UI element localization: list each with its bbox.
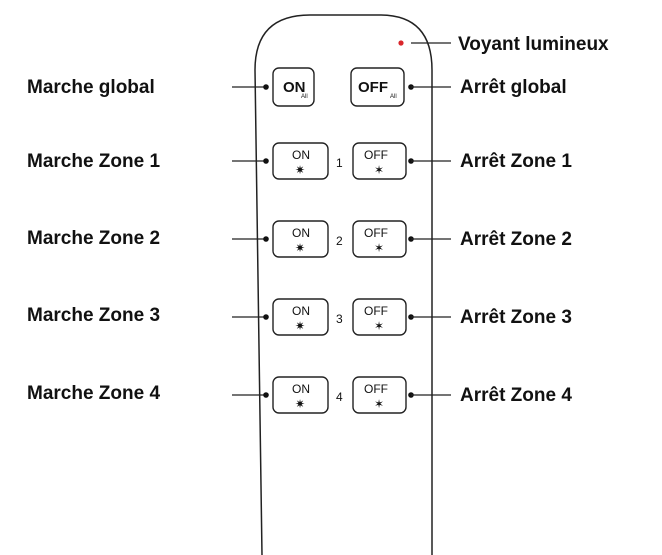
zone-number: 2 xyxy=(336,234,343,248)
right-label: Arrêt Zone 3 xyxy=(460,307,572,328)
right-label: Arrêt global xyxy=(460,77,567,98)
button-text: ON xyxy=(283,79,306,96)
button-sub-text: All xyxy=(301,94,308,100)
left-label: Marche Zone 4 xyxy=(27,383,160,404)
button-text: OFF xyxy=(364,382,388,396)
right-label: Arrêt Zone 4 xyxy=(460,385,572,406)
off-all-button[interactable]: OFF All xyxy=(350,67,405,107)
button-text: OFF xyxy=(364,148,388,162)
button-text: OFF xyxy=(364,226,388,240)
on-all-button[interactable]: ON All xyxy=(272,67,315,107)
left-leader-dot xyxy=(263,158,269,164)
on-zone-1-button[interactable]: ON ✷ xyxy=(272,142,329,180)
zone-number: 1 xyxy=(336,156,343,170)
left-label: Marche Zone 1 xyxy=(27,151,160,172)
right-label: Arrêt Zone 1 xyxy=(460,151,572,172)
left-leader-dot xyxy=(263,236,269,242)
left-label: Marche Zone 3 xyxy=(27,305,160,326)
row-zone-2: Marche Zone 2 ON ✷ 2 OFF ✶ Arrêt Zone 2 xyxy=(27,220,572,258)
row-zone-1: Marche Zone 1 ON ✷ 1 OFF ✶ Arrêt Zone 1 xyxy=(27,142,572,180)
left-leader-dot xyxy=(263,84,269,90)
light-symbol: ✶ xyxy=(374,319,384,333)
row-zone-3: Marche Zone 3 ON ✷ 3 OFF ✶ Arrêt Zone 3 xyxy=(27,298,572,336)
row-global: Marche global ON All OFF All Arrêt globa… xyxy=(27,67,567,107)
light-symbol: ✶ xyxy=(374,241,384,255)
button-text: ON xyxy=(292,382,310,396)
light-symbol: ✶ xyxy=(374,163,384,177)
on-zone-2-button[interactable]: ON ✷ xyxy=(272,220,329,258)
left-label: Marche global xyxy=(27,77,155,98)
button-text: ON xyxy=(292,148,310,162)
zone-number: 4 xyxy=(336,390,343,404)
off-zone-1-button[interactable]: OFF ✶ xyxy=(352,142,407,180)
light-symbol: ✷ xyxy=(295,319,305,333)
indicator-label: Voyant lumineux xyxy=(458,34,609,55)
button-text: ON xyxy=(292,304,310,318)
button-text: ON xyxy=(292,226,310,240)
light-symbol: ✶ xyxy=(374,397,384,411)
button-text: OFF xyxy=(364,304,388,318)
light-symbol: ✷ xyxy=(295,397,305,411)
row-zone-4: Marche Zone 4 ON ✷ 4 OFF ✶ Arrêt Zone 4 xyxy=(27,376,572,414)
zone-number: 3 xyxy=(336,312,343,326)
on-zone-4-button[interactable]: ON ✷ xyxy=(272,376,329,414)
left-leader-dot xyxy=(263,314,269,320)
light-symbol: ✷ xyxy=(295,163,305,177)
light-symbol: ✷ xyxy=(295,241,305,255)
button-sub-text: All xyxy=(390,94,397,100)
left-label: Marche Zone 2 xyxy=(27,228,160,249)
right-label: Arrêt Zone 2 xyxy=(460,229,572,250)
off-zone-3-button[interactable]: OFF ✶ xyxy=(352,298,407,336)
on-zone-3-button[interactable]: ON ✷ xyxy=(272,298,329,336)
left-leader-dot xyxy=(263,392,269,398)
button-text: OFF xyxy=(358,79,388,96)
off-zone-2-button[interactable]: OFF ✶ xyxy=(352,220,407,258)
indicator-light xyxy=(398,40,404,46)
off-zone-4-button[interactable]: OFF ✶ xyxy=(352,376,407,414)
